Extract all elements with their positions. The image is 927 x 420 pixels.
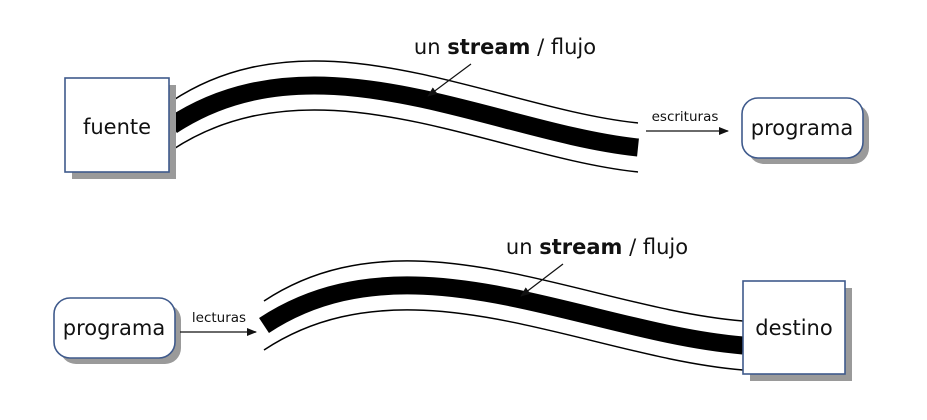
top-stream-suffix: / flujo <box>530 35 596 59</box>
bottom-arrow-label: lecturas <box>192 310 246 326</box>
top-arrow-label: escrituras <box>652 109 719 125</box>
bottom-target-label: destino <box>755 316 832 340</box>
bottom-diagram: programa lecturas un stream / flujo dest… <box>53 235 852 381</box>
top-source-label: fuente <box>83 115 151 139</box>
top-stream-caption: un stream / flujo <box>414 35 596 59</box>
top-stream-prefix: un <box>414 35 447 59</box>
bottom-target-box: destino <box>742 280 852 381</box>
bottom-stream-pointer-arrow <box>520 263 564 297</box>
bottom-stream <box>259 260 744 371</box>
bottom-source-label: programa <box>63 316 166 340</box>
bottom-stream-bold: stream <box>539 235 622 259</box>
top-stream-bold: stream <box>447 35 530 59</box>
top-diagram: fuente un stream / flujo escrituras prog… <box>64 35 869 179</box>
bottom-stream-suffix: / flujo <box>622 235 688 259</box>
bottom-source-box: programa <box>53 297 181 364</box>
top-stream <box>167 60 639 173</box>
top-target-box: programa <box>741 97 869 164</box>
bottom-stream-caption: un stream / flujo <box>506 235 688 259</box>
bottom-stream-prefix: un <box>506 235 539 259</box>
top-stream-pointer-arrow <box>427 63 472 97</box>
top-target-label: programa <box>751 116 854 140</box>
top-source-box: fuente <box>64 77 176 179</box>
